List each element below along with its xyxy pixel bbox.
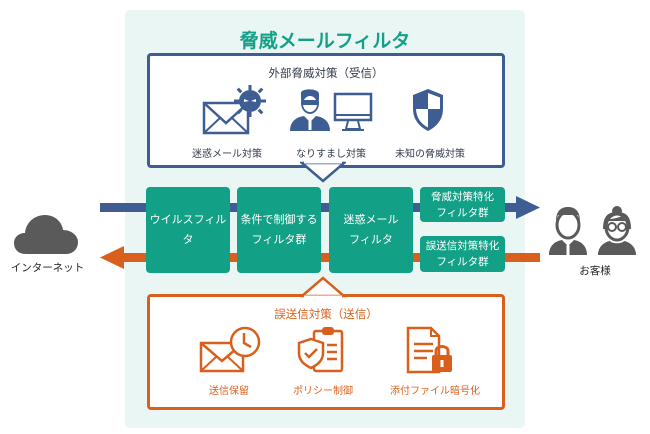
inbound-item-label: 迷惑メール対策 [192,149,262,160]
file-lock-icon [406,326,452,374]
conditional-filter-label: 条件で制御する フィルタ群 [240,213,318,246]
shield-icon [413,89,443,131]
female-customer-icon [598,206,636,255]
outbound-item-label: 送信保留 [209,386,249,397]
policy-clipboard-icon [297,327,344,373]
male-customer-icon [549,207,587,255]
inbound-item-label: 未知の脅威対策 [395,149,465,160]
conditional-filter-group: 条件で制御する フィルタ群 [237,187,321,273]
inbound-item-label: なりすまし対策 [296,149,366,160]
outbound-box-title: 誤送信対策（送信） [274,307,378,321]
cloud-icon [14,215,78,254]
envelope-clock-icon [199,326,261,373]
spam-filter: 迷惑メール フィルタ [329,187,413,273]
threat-specific-filter-group: 脅威対策特化 フィルタ群 [420,187,505,222]
diagram-title: 脅威メールフィルタ [239,30,411,52]
internet-label: インターネット [10,262,85,274]
outbound-pointer [300,276,346,299]
inbound-pointer [300,160,346,183]
misdelivery-specific-filter-group: 誤送信対策特化 フィルタ群 [420,236,505,272]
inbound-box-title: 外部脅威対策（受信） [268,66,384,80]
outbound-item-label: 添付ファイル暗号化 [390,386,480,397]
impersonator-monitor-icon [290,89,373,131]
customers-label: お客様 [579,265,611,277]
virus-filter-label: ウイルスフィルタ [149,213,227,246]
threat-specific-filter-label: 脅威対策特化 フィルタ群 [431,190,494,219]
customers-icon [549,206,636,255]
outbound-item-label: ポリシー制御 [293,386,353,397]
misdelivery-specific-filter-label: 誤送信対策特化 フィルタ群 [425,240,500,268]
envelope-virus-icon [202,85,266,135]
spam-filter-label: 迷惑メール フィルタ [343,213,399,246]
virus-filter: ウイルスフィルタ [146,187,230,273]
